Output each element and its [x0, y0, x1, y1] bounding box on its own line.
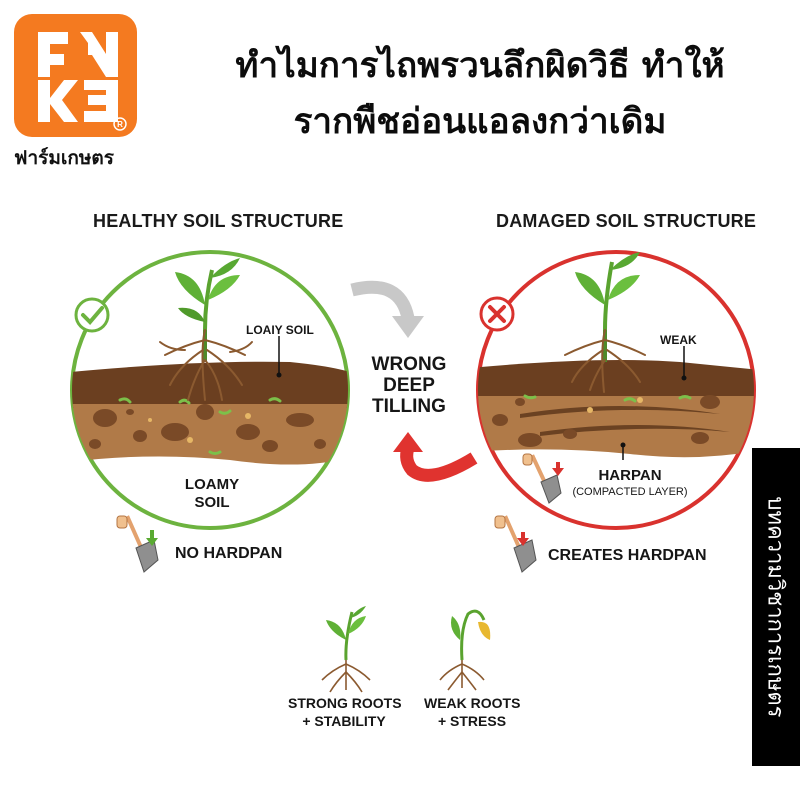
article-category-tab[interactable]: บทความวิชาการเกษตร [752, 448, 800, 766]
side-tab-label: บทความวิชาการเกษตร [762, 496, 788, 718]
damaged-top-label: WEAK [660, 333, 697, 347]
fk-logo-icon: R [38, 32, 127, 131]
brand-logo: R [14, 14, 137, 137]
healthy-soil-panel [70, 250, 350, 530]
strong-roots-caption: STRONG ROOTS + STABILITY [288, 695, 402, 729]
damaged-heading: DAMAGED SOIL STRUCTURE [496, 211, 757, 231]
shovel-icon-hardpan [522, 453, 564, 504]
shovel-icon-damaged [494, 515, 537, 573]
red-curved-arrow-icon [393, 432, 478, 482]
title-line-2: รากพืชอ่อนแอลงกว่าเดิม [293, 102, 667, 142]
weak-roots-caption: WEAK ROOTS + STRESS [424, 695, 521, 729]
healthy-plant-icon [175, 258, 240, 362]
damaged-soil-panel [476, 250, 756, 530]
wrong-deep-tilling-label: WRONG DEEP TILLING [371, 354, 447, 417]
gray-curved-arrow-icon [350, 280, 424, 338]
healthy-heading: HEALTHY SOIL STRUCTURE [93, 211, 344, 231]
svg-text:R: R [117, 120, 123, 129]
x-circle-icon [479, 296, 515, 332]
hardpan-label: HARPAN (COMPACTED LAYER) [572, 467, 688, 498]
shovel-icon-healthy [116, 515, 159, 573]
healthy-top-label: LOAIY SOIL [246, 323, 314, 337]
healthy-bottom-label: LOAMY SOIL [184, 476, 240, 511]
wilted-plant-icon [439, 609, 491, 691]
check-circle-icon [74, 297, 110, 333]
healthy-plant-icon [321, 606, 371, 693]
creates-hardpan-caption: CREATES HARDPAN [548, 547, 707, 564]
damaged-plant-icon [575, 252, 640, 362]
no-hardpan-caption: NO HARDPAN [175, 545, 283, 562]
title-line-1: ทำไมการไถพรวนลึกผิดวิธี ทำให้ [235, 46, 725, 86]
brand-name: ฟาร์มเกษตร [14, 147, 114, 169]
page-title: ทำไมการไถพรวนลึกผิดวิธี ทำให้ รากพืชอ่อน… [170, 38, 790, 150]
